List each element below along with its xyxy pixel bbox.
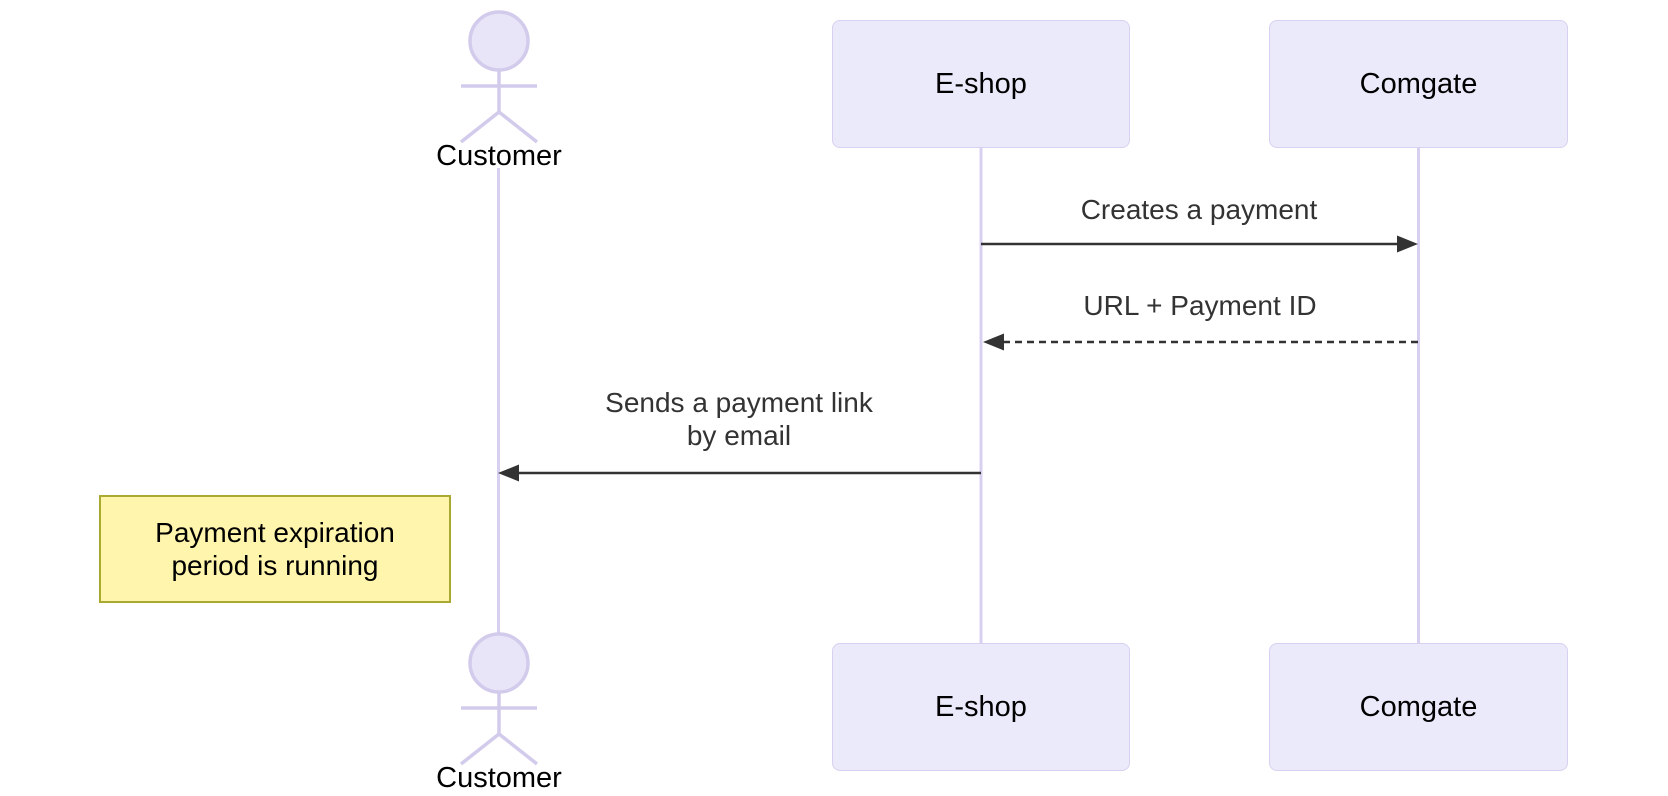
actor-leg-right [497, 110, 539, 144]
arrowhead-right-icon [1397, 235, 1418, 253]
actor-leg-right [497, 732, 539, 766]
customer-actor-icon-top [459, 10, 539, 144]
message-arrow-sends-payment-link [498, 464, 981, 482]
message-label-sends-payment-link: Sends a payment link by email [605, 387, 873, 451]
message-arrow-creates-payment [981, 235, 1418, 253]
message-label-url-payment-id: URL + Payment ID [1083, 290, 1317, 321]
note-text: Payment expiration period is running [155, 517, 395, 581]
actor-head [468, 10, 530, 72]
customer-label-top: Customer [436, 140, 562, 172]
actor-leg-left [459, 110, 501, 144]
participant-label: Comgate [1359, 690, 1478, 723]
participant-label: E-shop [935, 67, 1027, 100]
participant-comgate-top: Comgate [1269, 20, 1568, 148]
actor-head [468, 632, 530, 694]
participant-comgate-bottom: Comgate [1269, 643, 1568, 771]
arrowhead-left-icon [983, 333, 1004, 351]
arrowhead-left-icon [498, 464, 519, 482]
customer-label-bottom: Customer [436, 762, 562, 794]
actor-leg-left [459, 732, 501, 766]
participant-eshop-top: E-shop [832, 20, 1130, 148]
customer-actor-icon-bottom [459, 632, 539, 766]
message-label-creates-payment: Creates a payment [1080, 194, 1318, 225]
participant-label: E-shop [935, 690, 1027, 723]
note-box: Payment expiration period is running [99, 495, 451, 603]
message-arrow-url-payment-id [983, 333, 1418, 351]
participant-eshop-bottom: E-shop [832, 643, 1130, 771]
participant-label: Comgate [1359, 67, 1478, 100]
